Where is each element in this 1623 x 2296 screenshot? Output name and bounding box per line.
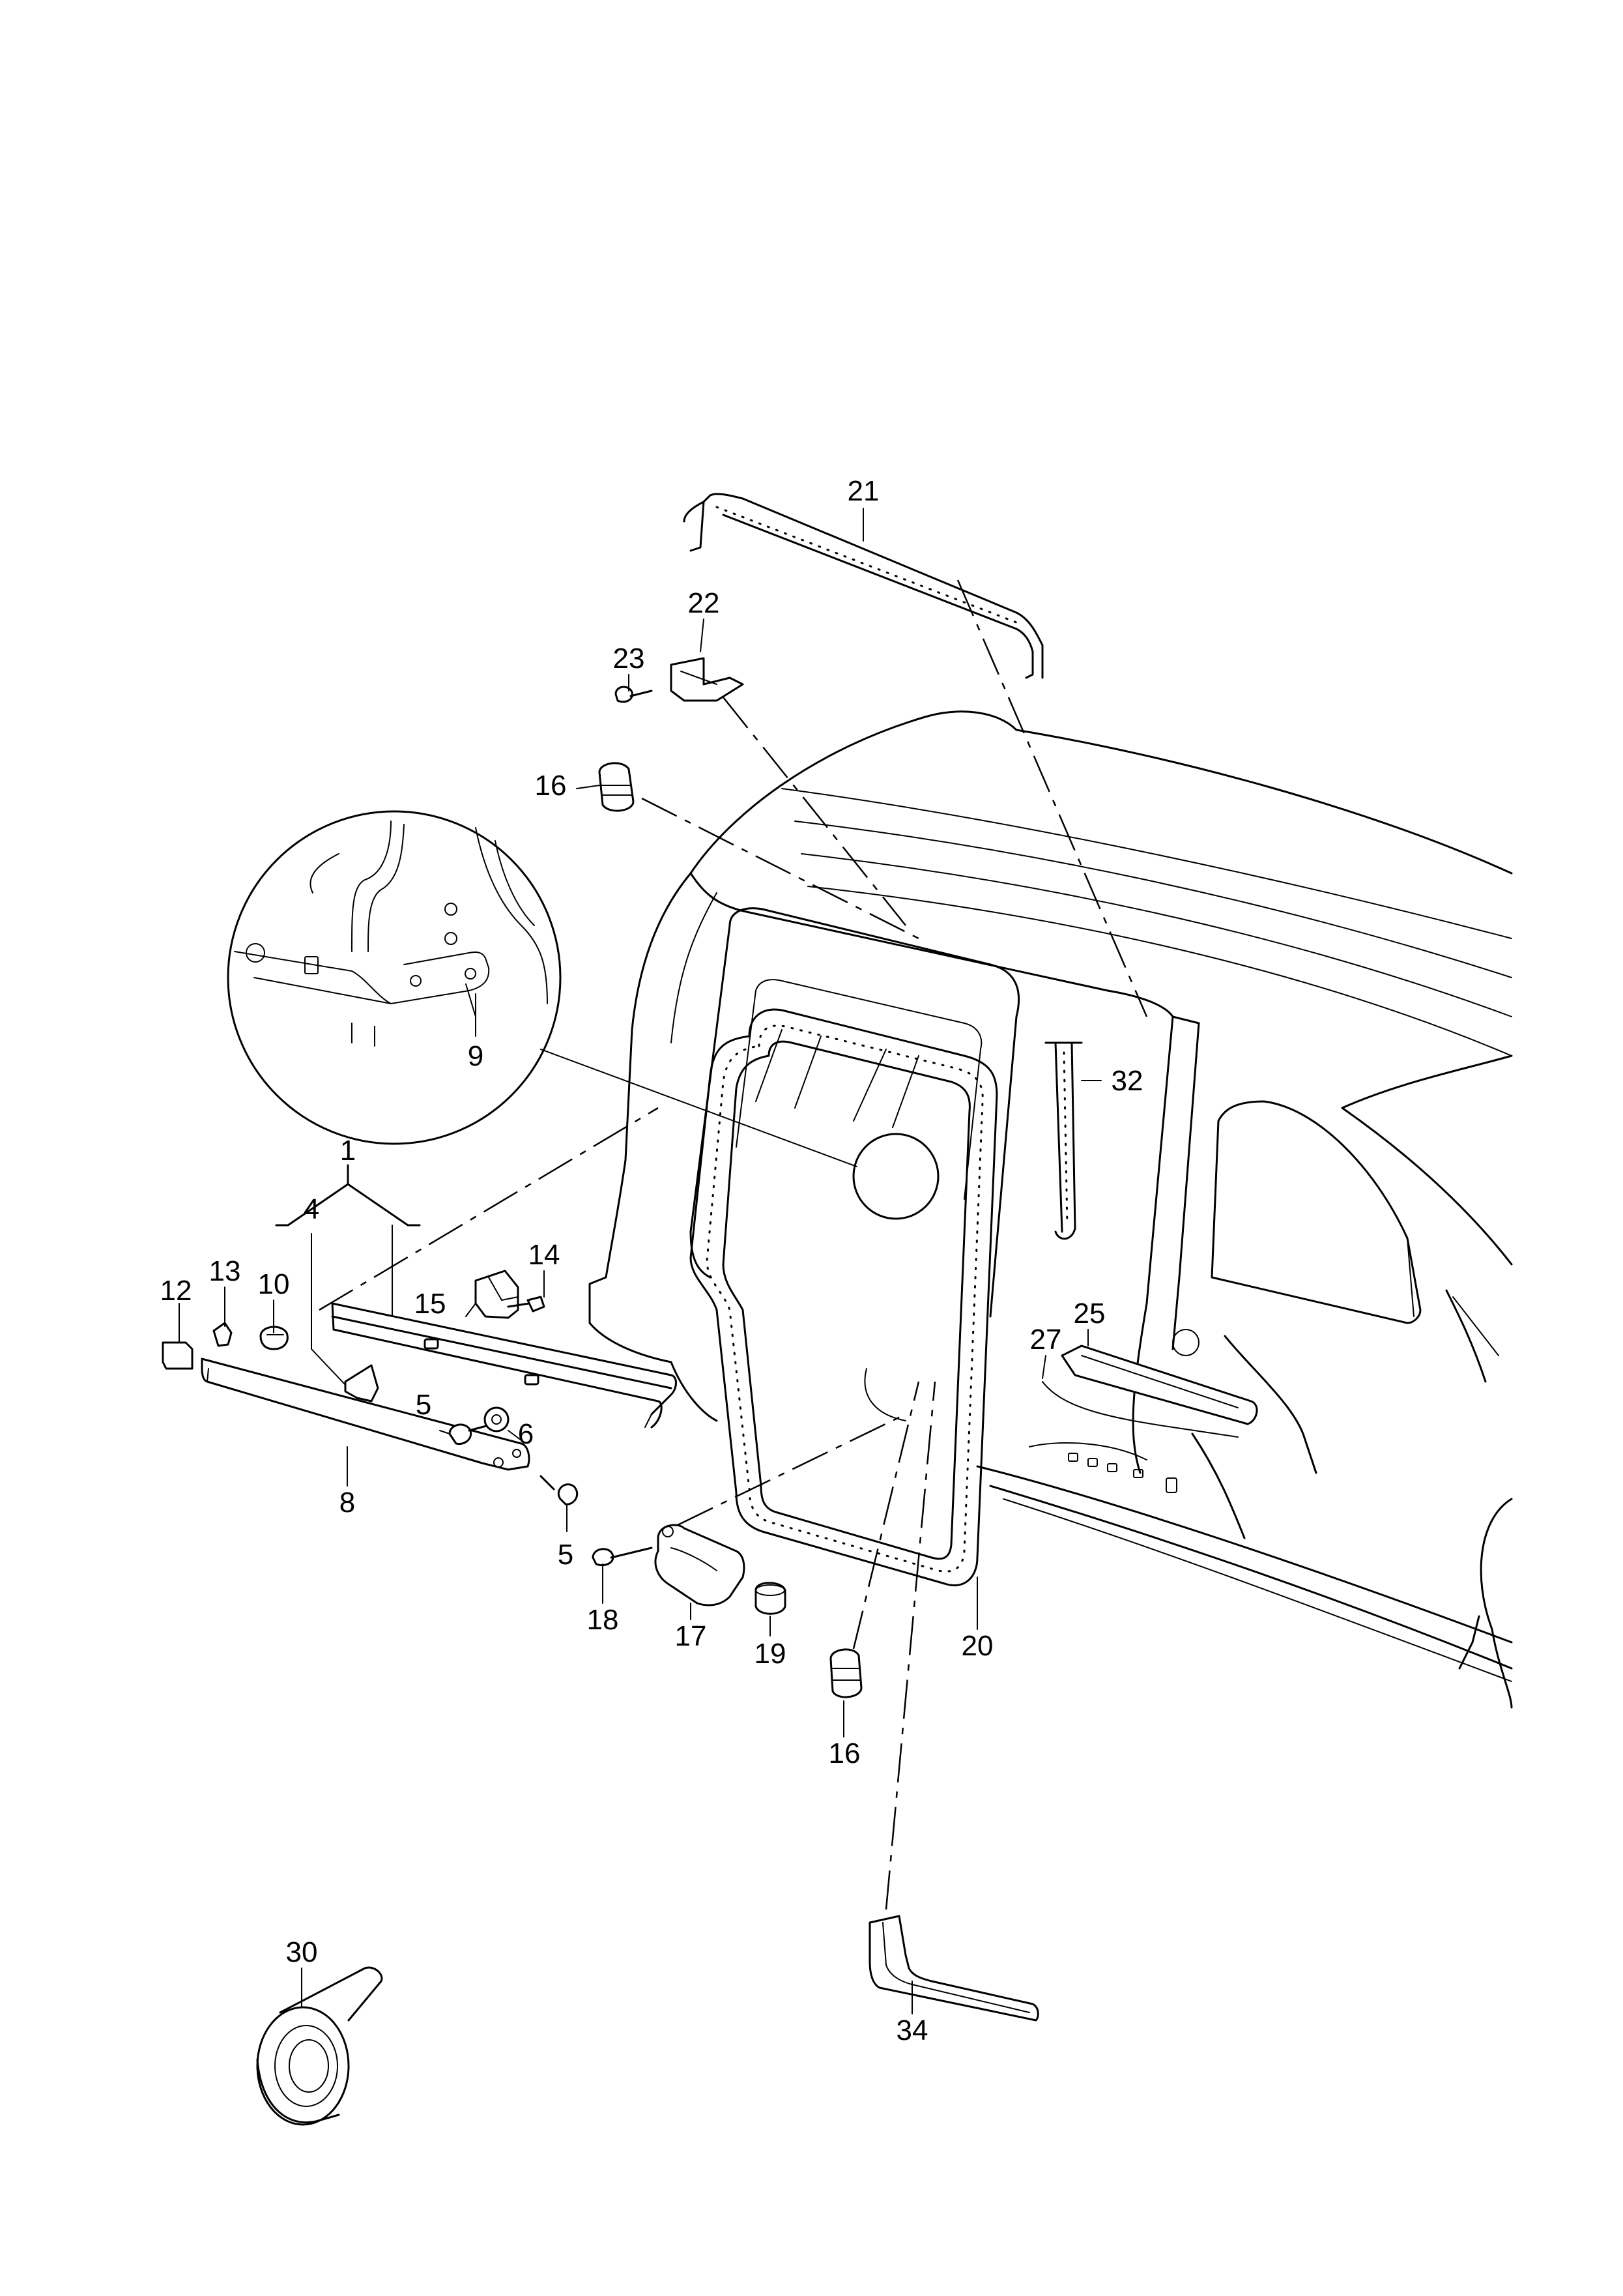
detail-magnifier — [227, 810, 940, 1220]
callout-5-lower: 5 — [558, 1539, 573, 1571]
callout-10: 10 — [258, 1268, 290, 1300]
callout-34: 34 — [897, 2014, 928, 2046]
callout-5-upper: 5 — [416, 1389, 431, 1421]
callout-18: 18 — [587, 1604, 619, 1636]
callout-32: 32 — [1112, 1065, 1143, 1097]
callout-19: 19 — [754, 1638, 786, 1670]
callout-16-upper: 16 — [535, 770, 567, 802]
callout-17: 17 — [675, 1620, 707, 1652]
door-seal-20 — [689, 1008, 998, 1587]
callout-14: 14 — [528, 1239, 560, 1271]
callout-25: 25 — [1074, 1298, 1106, 1330]
callout-22: 22 — [688, 587, 720, 619]
callout-6: 6 — [518, 1418, 534, 1450]
van-body — [588, 710, 1513, 1709]
leader-lines — [179, 508, 1148, 2014]
small-parts — [162, 493, 1258, 2126]
callout-8: 8 — [339, 1487, 355, 1519]
callout-30: 30 — [286, 1936, 318, 1968]
callout-1: 1 — [340, 1135, 356, 1167]
callout-20: 20 — [962, 1630, 994, 1662]
callout-16-lower: 16 — [829, 1737, 861, 1769]
callout-13: 13 — [209, 1255, 241, 1287]
rail-assembly — [201, 1302, 677, 1471]
callout-23: 23 — [613, 643, 645, 675]
callout-4: 4 — [304, 1193, 319, 1225]
callout-9: 9 — [468, 1040, 483, 1072]
callout-labels: 1 4 5 5 6 8 9 10 12 13 14 15 16 16 17 18… — [160, 475, 1143, 2046]
callout-12: 12 — [160, 1275, 192, 1307]
callout-15: 15 — [414, 1288, 446, 1320]
sliding-door — [689, 907, 1020, 1318]
callout-21: 21 — [848, 475, 880, 507]
callout-27: 27 — [1030, 1324, 1062, 1356]
